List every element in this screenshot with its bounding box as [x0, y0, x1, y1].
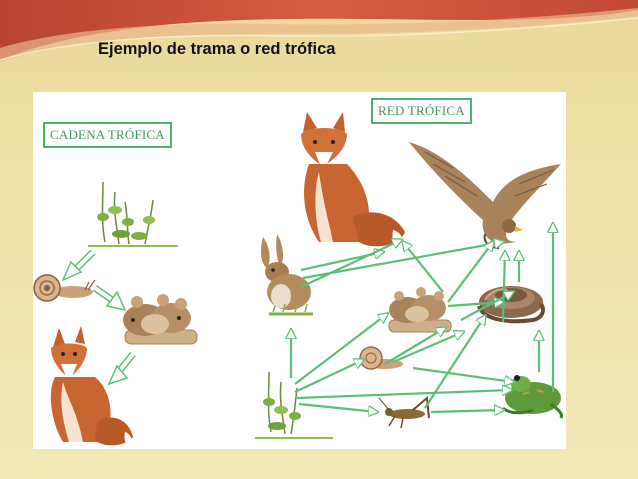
fox-icon [301, 112, 405, 247]
food-web-arrows [291, 224, 553, 412]
mice-icon [123, 294, 198, 345]
snail-icon [33, 274, 96, 302]
header-band [0, 0, 638, 62]
chain-arrow-3 [107, 351, 136, 386]
hawk-icon [409, 142, 561, 249]
food-web-label: RED TRÓFICA [371, 98, 472, 124]
chain-arrow-2 [92, 285, 127, 312]
mice-icon [388, 287, 452, 333]
grasshopper-icon [378, 395, 430, 429]
food-chain-label: CADENA TRÓFICA [43, 122, 172, 148]
fox-icon [50, 326, 133, 446]
rabbit-icon [260, 234, 313, 316]
grass-plant-icon [88, 181, 178, 247]
chain-arrow-1 [61, 249, 96, 282]
grass-plant-icon [255, 371, 333, 439]
diagram-drawing [33, 112, 563, 446]
frog-icon [501, 375, 563, 419]
food-web-diagram: CADENA TRÓFICA RED TRÓFICA [33, 92, 566, 449]
slide-title: Ejemplo de trama o red trófica [98, 40, 336, 58]
